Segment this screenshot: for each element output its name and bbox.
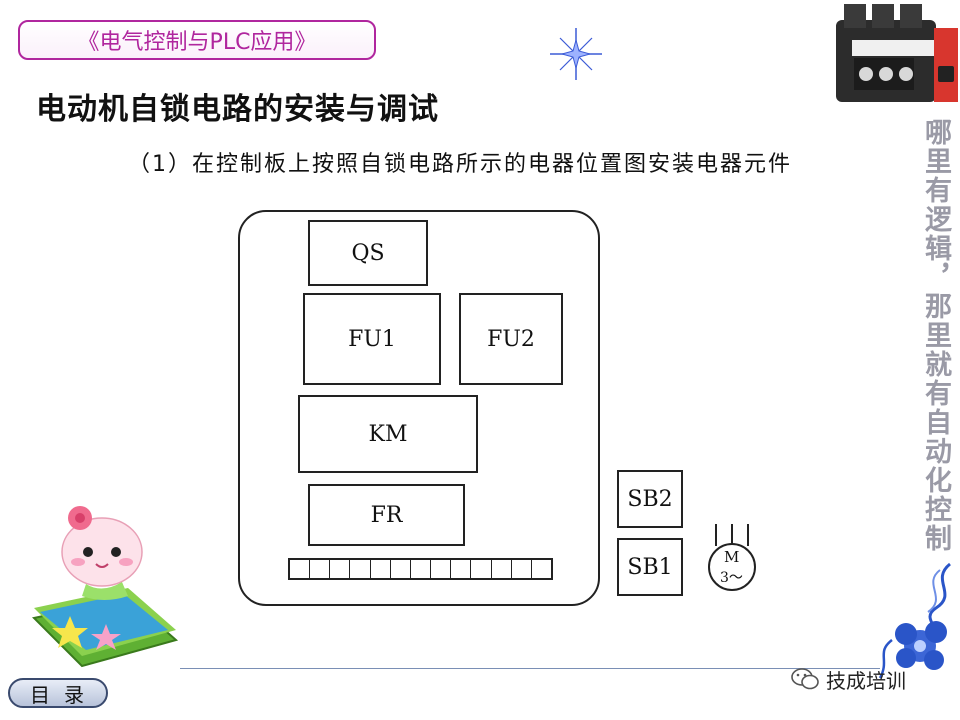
motor-phase-label: 3～ xyxy=(720,570,743,586)
motor-symbol: M 3～ xyxy=(702,520,764,592)
course-title-banner: 《电气控制与PLC应用》 xyxy=(18,20,376,60)
cartoon-mascot-image xyxy=(31,506,179,668)
blue-swirl-decoration xyxy=(878,562,952,679)
component-label: FU2 xyxy=(487,326,535,352)
component-qs: QS xyxy=(308,220,428,286)
component-label: KM xyxy=(368,421,408,447)
component-fu2: FU2 xyxy=(459,293,563,385)
component-km: KM xyxy=(298,395,478,473)
control-board-outline xyxy=(238,210,600,606)
component-label: FR xyxy=(370,502,403,528)
component-sb2: SB2 xyxy=(617,470,683,528)
component-label: SB2 xyxy=(627,486,673,512)
component-fr: FR xyxy=(308,484,465,546)
thermal-relay-image xyxy=(836,4,958,102)
component-label: QS xyxy=(351,240,385,266)
motor-label: M xyxy=(724,548,740,566)
watermark: 技成培训 xyxy=(790,664,906,694)
sparkle-icon xyxy=(550,28,602,80)
component-label: SB1 xyxy=(627,554,673,580)
terminal-strip xyxy=(288,558,553,580)
side-slogan: 哪里有逻辑，那里就有自动化控制 xyxy=(920,118,951,553)
watermark-text: 技成培训 xyxy=(826,668,906,693)
course-title-text: 《电气控制与PLC应用》 xyxy=(77,30,317,55)
footer-divider xyxy=(180,668,880,669)
component-sb1: SB1 xyxy=(617,538,683,596)
wechat-icon xyxy=(791,668,819,690)
component-fu1: FU1 xyxy=(303,293,441,385)
page-title: 电动机自锁电路的安装与调试 xyxy=(36,92,439,127)
page-subtitle: （1）在控制板上按照自锁电路所示的电器位置图安装电器元件 xyxy=(128,152,792,177)
component-label: FU1 xyxy=(348,326,396,352)
table-of-contents-button[interactable]: 目录 xyxy=(8,678,108,708)
